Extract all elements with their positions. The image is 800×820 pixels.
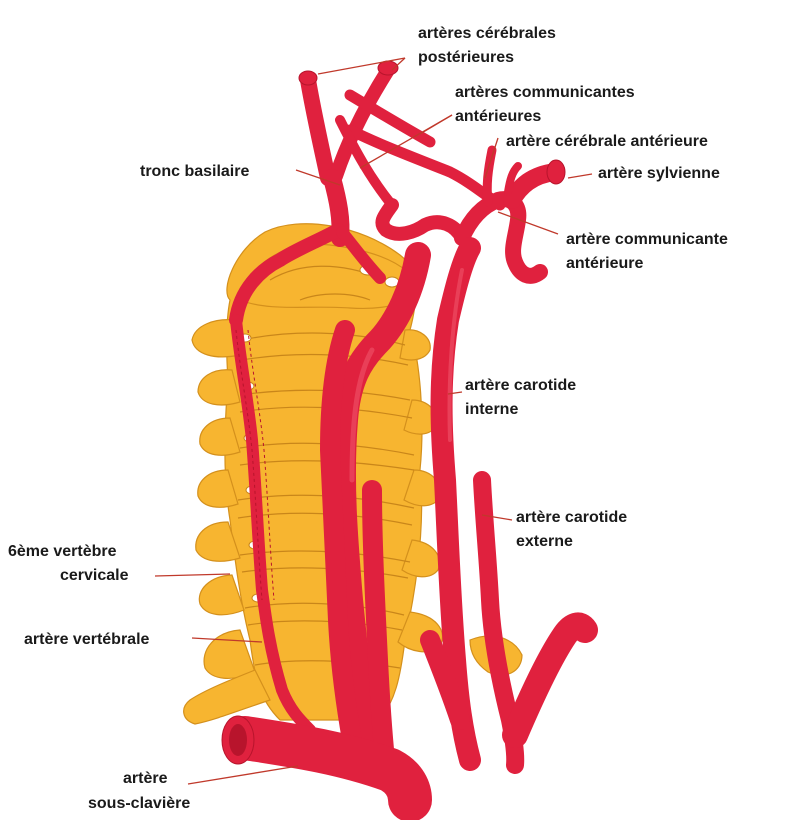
transverse-process-left-2 <box>197 369 241 406</box>
arch-branch-right <box>420 630 470 730</box>
common-carotid-left <box>329 242 431 773</box>
transverse-process-right-1 <box>399 329 431 361</box>
label-subclavian-1: artère <box>123 770 168 787</box>
carotid-siphon-left <box>375 198 469 245</box>
transverse-process-right-4 <box>401 539 441 578</box>
label-external-carotid-2: externe <box>516 533 573 550</box>
branch-small <box>504 162 522 196</box>
label-anterior-cerebral: artère cérébrale antérieure <box>506 133 708 150</box>
arteries <box>221 60 598 820</box>
label-external-carotid-1: artère carotide <box>516 509 627 526</box>
label-posterior-cerebral-1: artères cérébrales <box>418 25 556 42</box>
anterior-cerebral-crossing <box>344 89 436 148</box>
transverse-process-left-7 <box>203 629 256 679</box>
transverse-process-left-4 <box>197 469 239 508</box>
vertebral-artery <box>230 314 316 736</box>
label-basilar: tronc basilaire <box>140 163 249 180</box>
label-communicating-2: antérieure <box>566 255 643 272</box>
vertebral-artery-right-upper <box>336 226 386 284</box>
carotid-inner-left <box>320 320 362 750</box>
subclavian-right <box>502 612 598 748</box>
labels: artères cérébrales postérieures artères … <box>8 25 728 812</box>
transverse-process-left-3 <box>199 417 241 456</box>
first-rib <box>183 669 271 725</box>
transverse-process-left-1 <box>191 319 241 358</box>
leader-lines <box>154 57 593 785</box>
label-internal-carotid-1: artère carotide <box>465 377 576 394</box>
pca-end-left <box>298 70 318 86</box>
label-internal-carotid-2: interne <box>465 401 518 418</box>
anterior-cerebral-artery <box>482 145 497 207</box>
subclavian-artery <box>223 716 432 820</box>
label-posterior-cerebral-2: postérieures <box>418 49 514 66</box>
label-subclavian-2: sous-clavière <box>88 795 190 812</box>
label-ant-communicating-1: artères communicantes <box>455 84 635 101</box>
vertebral-artery-left-upper <box>229 223 345 327</box>
transverse-process-left-5 <box>195 521 241 562</box>
sylvian-end <box>546 159 566 185</box>
label-ant-communicating-2: antérieures <box>455 108 541 125</box>
posterior-cerebral-artery-left <box>300 72 336 186</box>
posterior-cerebral-artery-right <box>329 63 395 183</box>
label-vertebra-1: 6ème vertèbre <box>8 543 117 560</box>
label-sylvian: artère sylvienne <box>598 165 720 182</box>
label-vertebra-2: cervicale <box>60 567 129 584</box>
label-vertebral: artère vertébrale <box>24 631 150 648</box>
crossing-lower <box>335 115 397 210</box>
branch-mid-right <box>362 480 395 770</box>
label-communicating-1: artère communicante <box>566 231 728 248</box>
transverse-process-left-6 <box>198 574 245 616</box>
